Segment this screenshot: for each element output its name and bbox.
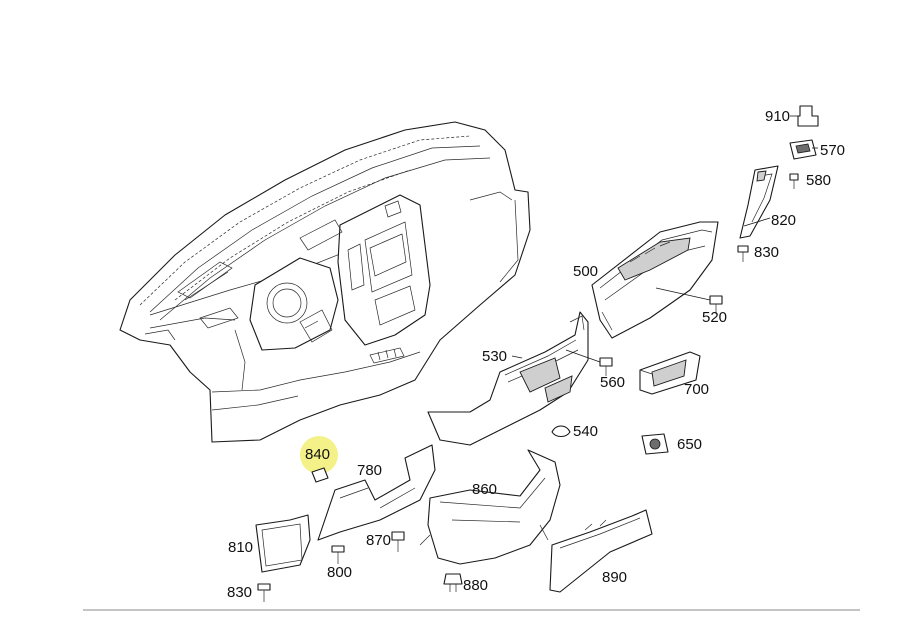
- part-500-glove-box: [591, 221, 719, 339]
- callout-500: 500: [573, 263, 598, 280]
- part-560-screw: [599, 357, 613, 376]
- callout-830-lower: 830: [227, 584, 252, 601]
- part-520-screw: [709, 295, 723, 314]
- part-840-clip: [300, 436, 338, 483]
- part-810-side-panel: [255, 514, 311, 573]
- callout-520: 520: [702, 309, 727, 326]
- part-910-clip: [790, 105, 819, 127]
- part-780-trim: [317, 444, 436, 541]
- part-820-trim-strip: [739, 165, 779, 239]
- callout-860: 860: [472, 481, 497, 498]
- part-700-tray: [639, 351, 701, 395]
- part-530-center-lower-panel: [427, 311, 601, 446]
- callout-840: 840: [305, 446, 330, 463]
- part-830-screw-upper: [737, 245, 749, 262]
- part-870-screw: [391, 531, 405, 552]
- callout-830-upper: 830: [754, 244, 779, 261]
- callout-530: 530: [482, 348, 507, 365]
- part-580-screw: [789, 173, 799, 189]
- callout-880: 880: [463, 577, 488, 594]
- dashboard-assembly: [119, 121, 531, 443]
- callout-650: 650: [677, 436, 702, 453]
- callout-700: 700: [684, 381, 709, 398]
- callout-580: 580: [806, 172, 831, 189]
- callout-810: 810: [228, 539, 253, 556]
- callout-570: 570: [820, 142, 845, 159]
- callout-890: 890: [602, 569, 627, 586]
- callout-540: 540: [573, 423, 598, 440]
- part-840-highlight: [300, 436, 338, 474]
- callout-560: 560: [600, 374, 625, 391]
- part-880-clip: [443, 573, 463, 592]
- part-830-screw-lower: [257, 583, 271, 602]
- part-570-switch: [789, 139, 818, 160]
- part-650-socket: [641, 433, 669, 455]
- part-890-mat: [549, 509, 653, 593]
- callout-800: 800: [327, 564, 352, 581]
- callout-910: 910: [765, 108, 790, 125]
- part-540-cap: [551, 425, 571, 438]
- part-860-lower-cover: [419, 449, 561, 565]
- part-800-screw: [331, 545, 345, 564]
- callout-780: 780: [357, 462, 382, 479]
- callout-870: 870: [366, 532, 391, 549]
- callout-820: 820: [771, 212, 796, 229]
